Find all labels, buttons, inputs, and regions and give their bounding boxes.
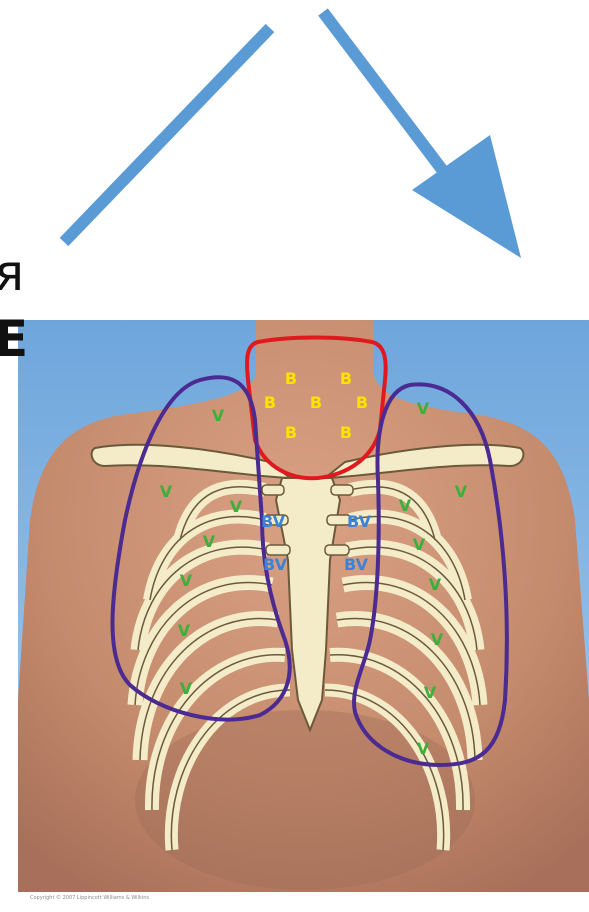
b-label: B [285,369,297,388]
v-label: V [212,406,225,425]
v-label: V [417,739,430,758]
bv-label: BV [347,512,372,531]
b-label: B [285,423,297,442]
b-label: B [340,369,352,388]
bv-label: BV [263,555,288,574]
v-label: V [424,683,437,702]
abdomen-shading [135,710,475,890]
v-label: V [160,482,173,501]
v-label: V [417,399,430,418]
v-label: V [180,679,193,698]
left-arrow-shaft [64,28,270,242]
cropped-text-line-1: я [0,248,24,298]
b-label: B [310,393,322,412]
v-label: V [203,532,216,551]
cropped-text-line-2: Е [0,314,28,364]
v-label: V [431,630,444,649]
v-label: V [180,571,193,590]
b-label: B [340,423,352,442]
v-label: V [399,496,412,515]
b-label: B [264,393,276,412]
bv-label: BV [344,555,369,574]
b-label: B [356,393,368,412]
v-label: V [429,575,442,594]
copyright-text: Copyright © 2007 Lippincott Williams & W… [30,895,149,901]
v-label: V [413,535,426,554]
v-label: V [230,497,243,516]
v-label: V [455,482,468,501]
bv-label: BV [261,512,286,531]
v-label: V [178,621,191,640]
